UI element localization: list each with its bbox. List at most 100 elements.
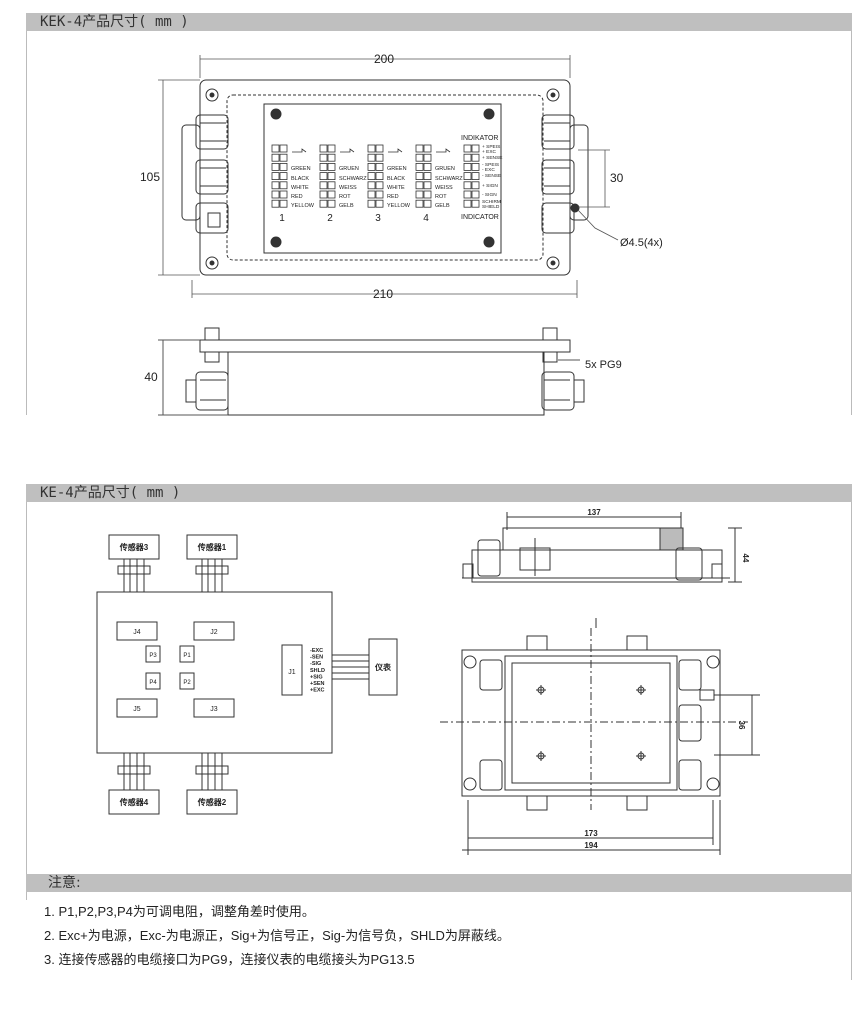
ke4-dim-labels: 137 44 36 173 194 <box>584 508 750 850</box>
terminal-cell <box>367 162 376 171</box>
terminal-cell <box>463 190 472 199</box>
terminal-cell <box>271 199 280 208</box>
wire-label: SCHWARZ <box>339 176 367 182</box>
wire-label: GRUEN <box>435 166 455 172</box>
terminal-cell <box>463 144 472 153</box>
wire-label: WEISS <box>435 185 453 191</box>
j1-pin-label: +SEN <box>310 681 325 687</box>
left-glands <box>181 114 229 234</box>
terminal-cell <box>375 172 384 181</box>
sensor-label: 传感器1 <box>197 542 227 552</box>
indicator-terminal-label: - EXC <box>482 167 495 173</box>
terminal-cell <box>367 153 376 162</box>
terminal-cell <box>423 162 432 171</box>
wire-label: SCHWARZ <box>435 176 463 182</box>
terminal-cell <box>279 190 288 199</box>
terminal-cell <box>375 190 384 199</box>
ke4-plan <box>440 628 760 855</box>
terminal-cell <box>279 181 288 190</box>
note-item: 1. P1,P2,P3,P4为可调电阻，调整角差时使用。 <box>44 904 315 919</box>
sensor-cables <box>117 559 229 790</box>
note-item: 3. 连接传感器的电缆接口为PG9，连接仪表的电缆接头为PG13.5 <box>44 952 415 967</box>
terminal-cell <box>423 181 432 190</box>
terminal-cell <box>375 153 384 162</box>
terminal-cell <box>319 162 328 171</box>
section2-right-border <box>851 502 852 874</box>
indicator-terminal-label: SHIELD <box>482 204 500 210</box>
wire-label: GREEN <box>387 166 407 172</box>
terminal-cell <box>415 190 424 199</box>
gland-count: 5x PG9 <box>585 359 622 371</box>
terminal-cell <box>423 190 432 199</box>
dim-200: 200 <box>374 52 394 66</box>
terminal-clip <box>292 148 307 153</box>
terminal-cell <box>415 162 424 171</box>
j1-pin-label: -SEN <box>310 655 323 661</box>
section1-title: KEK-4产品尺寸( mm ) <box>40 14 189 30</box>
j1-pin-label: SHLD <box>310 668 325 674</box>
indicator-terminal-label: - SPEIS <box>482 162 499 168</box>
pot-label: P1 <box>183 653 191 659</box>
indicator-terminal-label: + EXC <box>482 149 497 155</box>
terminal-cell <box>463 162 472 171</box>
ke4-elevation <box>462 512 742 628</box>
terminal-cell <box>327 153 336 162</box>
terminal-cell <box>375 199 384 208</box>
terminal-cell <box>327 190 336 199</box>
terminal-cell <box>423 144 432 153</box>
terminal-cell <box>471 199 480 208</box>
j1-pin-label: +EXC <box>310 688 325 694</box>
plan-holes <box>463 655 720 791</box>
dim-210: 210 <box>373 287 393 301</box>
indicator-terminal-label: + SPEIS <box>482 144 500 150</box>
wire-label: WEISS <box>339 185 357 191</box>
terminal-cell <box>319 144 328 153</box>
wire-label: BLACK <box>387 176 405 182</box>
wire-label: GELB <box>339 203 354 209</box>
sensor-label: 传感器4 <box>119 797 149 807</box>
dim-173: 173 <box>584 829 598 838</box>
sensor-label: 传感器2 <box>197 797 227 807</box>
terminal-cell <box>279 153 288 162</box>
section1-header: KEK-4产品尺寸( mm ) <box>26 13 852 31</box>
sensor-label: 传感器3 <box>119 542 149 552</box>
terminal-clip <box>340 148 355 153</box>
terminal-cell <box>423 199 432 208</box>
wire-label: GELB <box>435 203 450 209</box>
terminal-cell <box>279 172 288 181</box>
terminal-cell <box>423 153 432 162</box>
j1-pin-label: -EXC <box>310 648 323 654</box>
terminal-cell <box>415 172 424 181</box>
terminal-clip <box>388 148 403 153</box>
terminal-cell <box>367 144 376 153</box>
indikator-label: INDIKATOR <box>461 135 498 142</box>
indicator-label: INDICATOR <box>461 214 499 221</box>
terminal-cell <box>327 199 336 208</box>
terminal-cell <box>375 144 384 153</box>
dim-hole: Ø4.5(4x) <box>620 237 663 249</box>
dim-105: 105 <box>140 170 160 184</box>
instrument-label: 仪表 <box>374 662 392 672</box>
channel-number: 1 <box>279 213 285 224</box>
wire-label: WHITE <box>291 185 309 191</box>
j1-cable <box>332 654 369 680</box>
kek4-side-view <box>158 327 585 416</box>
channel-number: 3 <box>375 213 381 224</box>
wire-label: GREEN <box>291 166 311 172</box>
terminal-clip <box>436 148 451 153</box>
jumper-label: J1 <box>288 669 296 676</box>
terminal-cell <box>471 144 480 153</box>
pot-label: P2 <box>183 680 191 686</box>
terminal-cell <box>471 190 480 199</box>
terminal-cell <box>319 199 328 208</box>
terminal-cell <box>319 181 328 190</box>
indicator-terminal-label: SCHIRM <box>482 199 501 205</box>
channel-number: 4 <box>423 213 429 224</box>
wire-label: ROT <box>339 194 351 200</box>
section2-left-border <box>26 502 27 874</box>
notes-header: 注意: <box>26 874 852 892</box>
terminal-cell <box>415 153 424 162</box>
jumper-label: J5 <box>133 706 141 713</box>
